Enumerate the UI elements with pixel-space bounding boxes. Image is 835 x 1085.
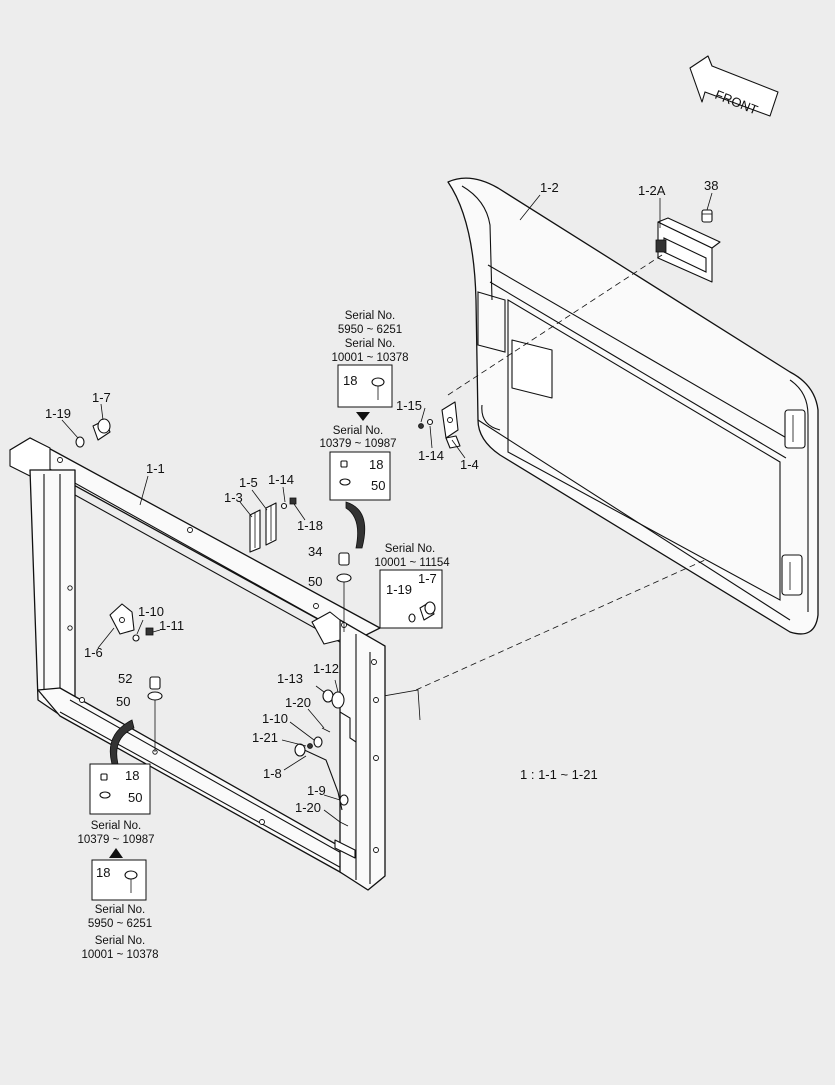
label-1-14: 1-14 <box>418 448 444 463</box>
svg-text:10379 ~ 10987: 10379 ~ 10987 <box>77 834 154 846</box>
frame <box>9 437 386 891</box>
label-1-10: 1-10 <box>138 604 164 619</box>
pin-1-21 <box>307 743 313 749</box>
label-1-4: 1-4 <box>460 457 479 472</box>
label-52: 52 <box>118 671 132 686</box>
label-1-18: 1-18 <box>297 518 323 533</box>
label-1-9: 1-9 <box>307 783 326 798</box>
label-1-2: 1-2 <box>540 180 559 195</box>
clip-1-3 <box>249 509 261 553</box>
svg-text:Serial No.: Serial No. <box>345 310 396 322</box>
washer-1-10b <box>313 736 323 748</box>
label-50: 50 <box>308 574 322 589</box>
bolt-34 <box>338 552 350 566</box>
front-arrow-icon: FRONT <box>689 55 779 118</box>
label-1-20: 1-20 <box>285 695 311 710</box>
door-panel <box>447 177 819 635</box>
washer-1-12 <box>331 691 345 709</box>
svg-text:1-7: 1-7 <box>418 571 437 586</box>
label-1-6: 1-6 <box>84 645 103 660</box>
svg-text:5950 ~ 6251: 5950 ~ 6251 <box>338 324 402 336</box>
svg-text:Serial No.: Serial No. <box>385 543 436 555</box>
washer-1-19 <box>75 436 85 448</box>
bracket-1-6 <box>109 603 135 635</box>
inset-bottom-a: 18 Serial No. 5950 ~ 6251 Serial No. 100… <box>81 859 159 961</box>
door-lock <box>655 217 721 283</box>
label-1-21: 1-21 <box>252 730 278 745</box>
screw-1-15 <box>418 423 424 429</box>
bolt-1-11 <box>145 627 154 636</box>
clip-1-5 <box>265 502 277 546</box>
screw-38 <box>701 209 713 223</box>
svg-text:50: 50 <box>128 790 142 805</box>
svg-text:1-19: 1-19 <box>386 582 412 597</box>
dash-line-lock <box>447 254 663 396</box>
label-1-7: 1-7 <box>92 390 111 405</box>
inset-pointer-up <box>109 848 123 858</box>
svg-text:5950 ~ 6251: 5950 ~ 6251 <box>88 918 152 930</box>
label-50b: 50 <box>116 694 130 709</box>
label-1-15: 1-15 <box>396 398 422 413</box>
inset-right: Serial No. 10001 ~ 11154 1-19 1-7 <box>374 543 450 629</box>
svg-text:10001 ~ 11154: 10001 ~ 11154 <box>374 557 450 569</box>
washer-50 <box>336 573 352 583</box>
label-34: 34 <box>308 544 322 559</box>
washer-1-10 <box>132 634 140 642</box>
bolt-52 <box>149 676 161 690</box>
label-1-8: 1-8 <box>263 766 282 781</box>
svg-text:Serial No.: Serial No. <box>95 935 146 947</box>
inset-top-b: Serial No. 10379 ~ 10987 18 50 <box>319 425 397 501</box>
label-1-2A: 1-2A <box>638 183 666 198</box>
svg-text:18: 18 <box>96 865 110 880</box>
label-1-12: 1-12 <box>313 661 339 676</box>
bracket-1-4 <box>441 401 461 449</box>
pin-1-20b <box>339 821 349 827</box>
screw-1-18 <box>289 497 297 505</box>
label-1-11: 1-11 <box>159 618 184 633</box>
label-1-3: 1-3 <box>224 490 243 505</box>
svg-text:10379 ~ 10987: 10379 ~ 10987 <box>319 438 396 450</box>
inset-bottom-b: 18 50 Serial No. 10379 ~ 10987 <box>77 763 155 858</box>
washer-1-14 <box>280 502 288 510</box>
svg-text:Serial No.: Serial No. <box>95 904 146 916</box>
dash-line-frame <box>415 559 706 691</box>
label-1-1: 1-1 <box>146 461 165 476</box>
washer-1-14 <box>426 418 434 426</box>
svg-text:18: 18 <box>369 457 383 472</box>
clip-1-9 <box>339 794 349 806</box>
svg-text:18: 18 <box>125 768 139 783</box>
rod-end <box>294 743 306 757</box>
label-1-5: 1-5 <box>239 475 258 490</box>
svg-text:18: 18 <box>343 373 357 388</box>
svg-text:Serial No.: Serial No. <box>345 338 396 350</box>
svg-text:50: 50 <box>371 478 385 493</box>
label-1-14: 1-14 <box>268 472 294 487</box>
label-38: 38 <box>704 178 718 193</box>
svg-text:10001 ~ 10378: 10001 ~ 10378 <box>331 352 408 364</box>
leader-lines <box>61 192 713 823</box>
pin-1-20 <box>321 727 331 733</box>
legend: 1 : 1-1 ~ 1-21 <box>520 767 598 782</box>
label-1-10b: 1-10 <box>262 711 288 726</box>
label-1-20b: 1-20 <box>295 800 321 815</box>
inset-arrow-top <box>345 501 366 549</box>
leader-1-12 <box>371 689 421 721</box>
part-labels: 1-2 1-2A 38 1-15 1-14 1-4 1-1 1-7 1-19 1… <box>45 178 718 815</box>
knob-1-7 <box>92 418 111 441</box>
label-1-13: 1-13 <box>277 671 303 686</box>
svg-text:Serial No.: Serial No. <box>91 820 142 832</box>
label-1-19: 1-19 <box>45 406 71 421</box>
washer-50b <box>147 691 163 701</box>
inset-pointer-down <box>356 412 370 421</box>
svg-text:Serial No.: Serial No. <box>333 425 384 437</box>
inset-top-a: Serial No. 5950 ~ 6251 Serial No. 10001 … <box>331 310 409 421</box>
svg-text:10001 ~ 10378: 10001 ~ 10378 <box>81 949 158 961</box>
